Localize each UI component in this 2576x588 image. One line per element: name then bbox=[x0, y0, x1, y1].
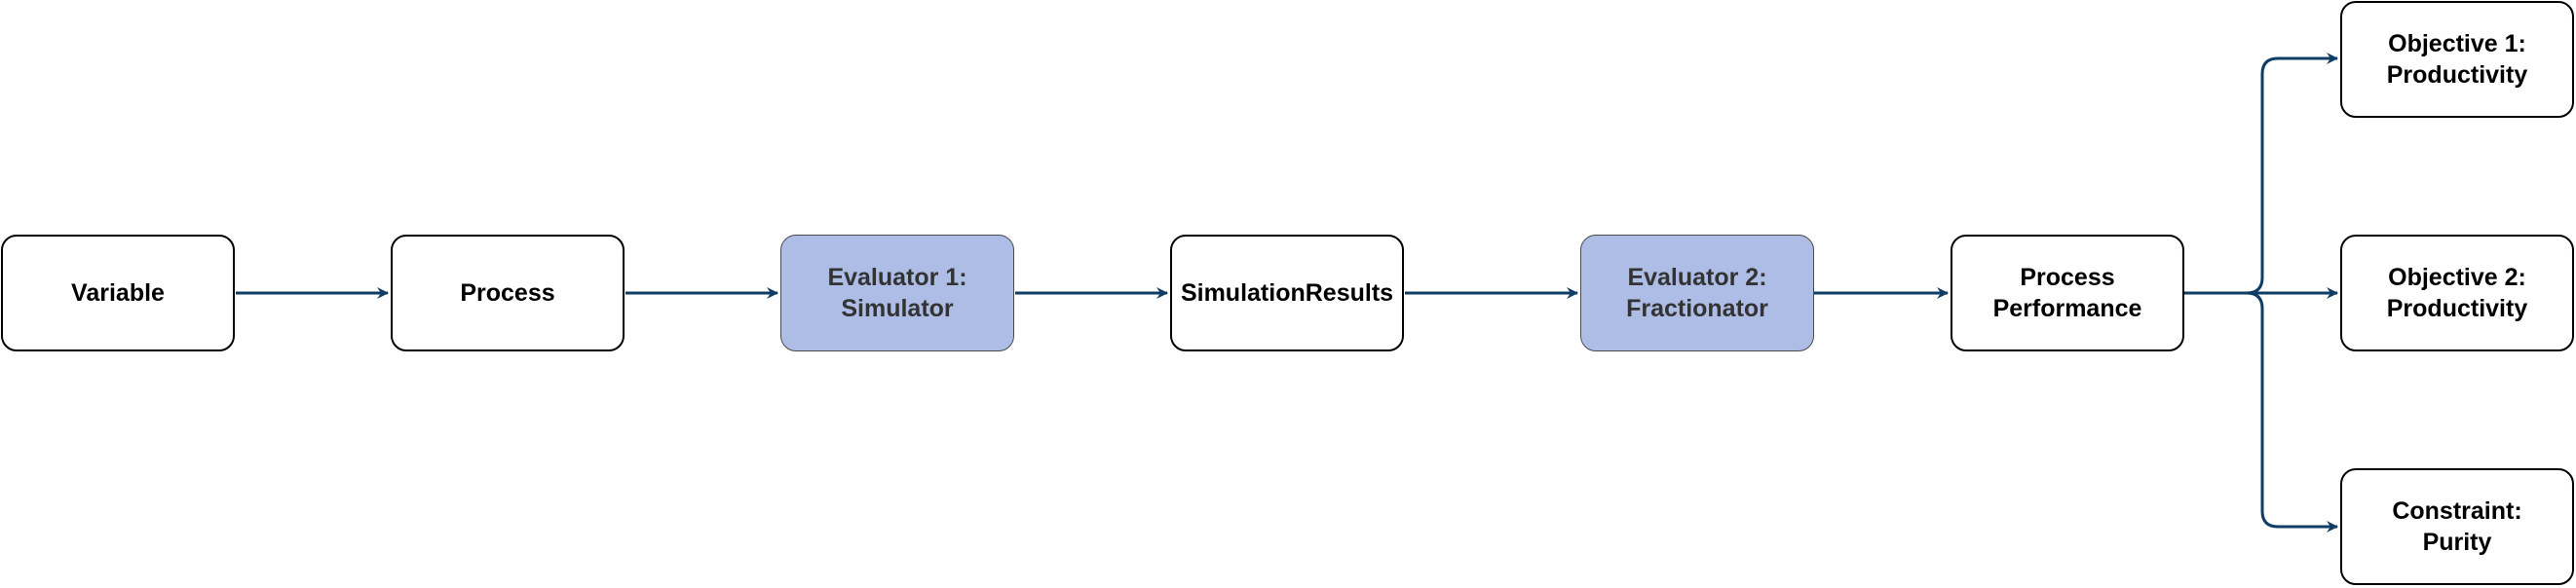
node-variable[interactable]: Variable bbox=[1, 235, 235, 351]
edge-process-performance-to-objective1 bbox=[2184, 53, 2338, 295]
node-evaluator2-fractionator[interactable]: Evaluator 2: Fractionator bbox=[1580, 235, 1814, 351]
node-objective1-productivity[interactable]: Objective 1: Productivity bbox=[2340, 1, 2574, 118]
node-simulation-results[interactable]: SimulationResults bbox=[1170, 235, 1404, 351]
edge-process-performance-to-constraint bbox=[2184, 291, 2338, 533]
node-objective2-productivity[interactable]: Objective 2: Productivity bbox=[2340, 235, 2574, 351]
node-evaluator1-simulator[interactable]: Evaluator 1: Simulator bbox=[780, 235, 1014, 351]
node-process[interactable]: Process bbox=[391, 235, 625, 351]
node-constraint-purity[interactable]: Constraint: Purity bbox=[2340, 468, 2574, 585]
node-process-performance[interactable]: Process Performance bbox=[1951, 235, 2184, 351]
